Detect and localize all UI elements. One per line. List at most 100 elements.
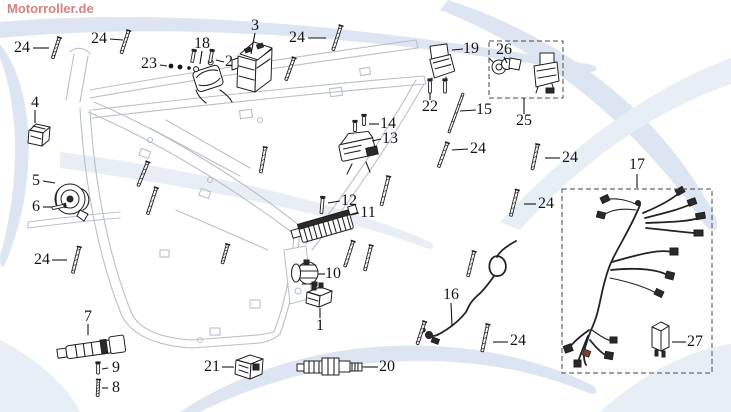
fastener-screw [146,186,160,215]
leader-line [109,38,124,41]
leader-line [159,64,168,67]
fastener-screw [284,56,297,81]
callout-label-27: 27 [687,333,703,350]
fastener-screw [51,35,63,60]
watermark: Motorroller.de [7,1,94,16]
fastener-dot [187,66,191,70]
fastener-bolt [208,48,215,63]
callout-label-22: 22 [422,98,438,115]
fastener-screw [71,245,82,274]
part-17-wiring-harness [562,185,707,368]
leader-line [101,367,109,370]
callout-label-11: 11 [360,204,376,221]
leader-line [451,148,469,151]
leader-line [503,56,508,64]
callout-label-9: 9 [112,359,120,376]
detail-box-25-26 [488,40,564,99]
detail-box-17 [561,188,713,374]
fastener-screw [95,378,102,397]
fastener-screw [437,141,451,168]
callout-label-16: 16 [443,286,459,303]
fastener-dot [168,63,174,69]
part-4-bracket-unit [27,123,51,147]
fastener-bolt [51,202,67,210]
callout-label-12: 12 [341,192,357,209]
leader-line [42,180,56,184]
fastener-screw [509,188,520,217]
callout-label-13: 13 [382,130,398,147]
callout-label-3: 3 [251,17,259,34]
fastener-screw [119,29,132,55]
fastener-screw [363,243,374,272]
part-3-battery [231,41,273,93]
fastener-screw [331,24,344,51]
callout-label-24: 24 [14,39,30,56]
fastener-bolt [95,361,101,375]
part-20-spark-plug [296,357,367,376]
fastener-screw [220,242,231,265]
leader-line [215,59,225,63]
callout-label-8: 8 [112,379,120,396]
fastener-bolt [427,78,433,94]
callout-label-20: 20 [379,358,395,375]
callout-label-1: 1 [316,317,324,334]
leader-line [250,32,256,55]
part-16-sensor-cable [420,240,517,345]
fastener-screw [136,160,151,187]
callout-label-14: 14 [380,115,396,132]
fastener-screw [379,175,392,207]
callout-label-24: 24 [538,195,554,212]
callout-label-5: 5 [32,172,40,189]
leader-line [371,138,382,142]
fastener-bolt [442,78,448,94]
callout-label-25: 25 [516,112,532,129]
callout-label-6: 6 [32,198,40,215]
callout-label-19: 19 [463,40,479,57]
fastener-rod [447,92,465,134]
callout-label-24: 24 [34,251,50,268]
part-26-switch [488,57,522,75]
callout-label-2: 2 [225,53,233,70]
callout-label-4: 4 [31,94,39,111]
callout-label-26: 26 [496,41,512,58]
leader-line [450,302,453,327]
fastener-screw [466,249,477,278]
part-27-relay-small [651,321,670,358]
fastener-dot [177,64,183,70]
part-10-flasher-relay [291,259,319,287]
part-25-relay-bracket [533,52,560,94]
leader-line [350,212,360,216]
callout-label-23: 23 [141,55,157,72]
callout-label-10: 10 [325,265,341,282]
part-1-relay [305,282,333,308]
leader-line [327,200,341,204]
callout-label-18: 18 [194,35,210,52]
leader-line [459,109,477,112]
callout-label-21: 21 [204,358,220,375]
fastener-screw [259,145,268,174]
callout-label-7: 7 [84,308,92,325]
fastener-bolt [319,195,326,214]
fastener-screw [415,320,428,346]
callout-label-24: 24 [91,30,107,47]
fastener-screw [530,142,541,171]
callout-label-24: 24 [289,29,305,46]
part-5-horn [54,183,90,222]
fastener-screw [343,239,356,268]
leader-line [199,50,203,65]
fastener-bolt [190,48,197,63]
callout-label-24: 24 [562,149,578,166]
fastener-bolt [352,119,358,132]
fastener-bolt [361,113,367,126]
callout-label-24: 24 [470,140,486,157]
part-7-ignition-coil [56,334,127,360]
part-13-cdi-unit [338,130,379,162]
part-21-relay-box [234,354,264,380]
callout-label-17: 17 [629,156,645,173]
